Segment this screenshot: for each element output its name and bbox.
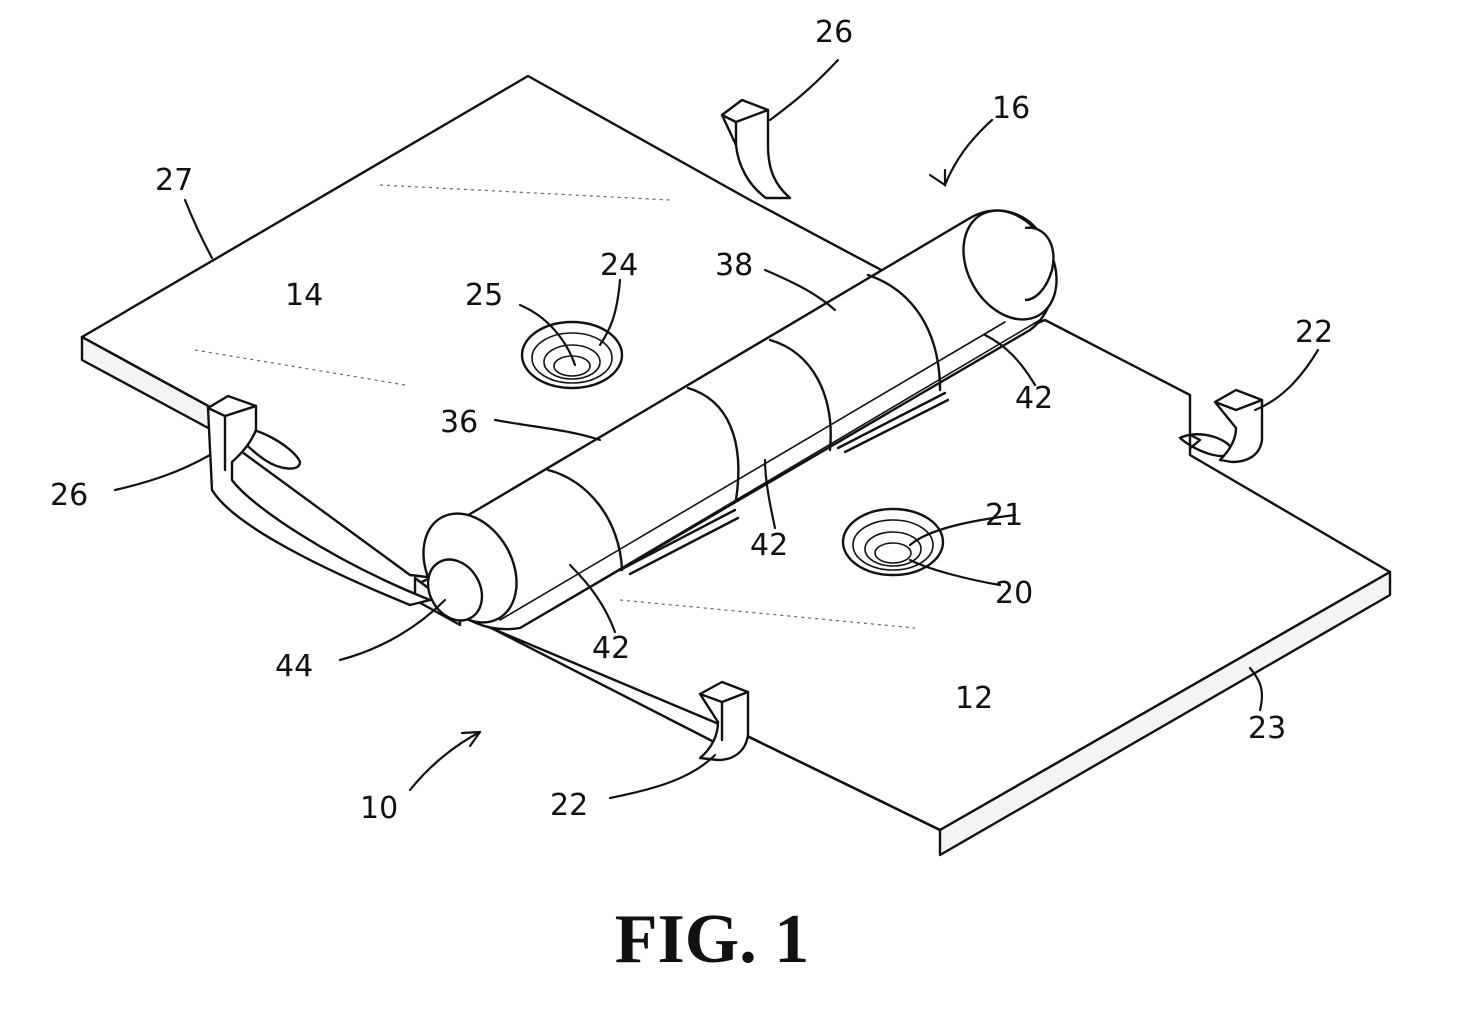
label-36: 36 — [440, 405, 478, 440]
label-27: 27 — [155, 163, 193, 198]
label-26-top: 26 — [815, 15, 853, 50]
label-22-bottom: 22 — [550, 788, 588, 823]
label-26-left: 26 — [50, 478, 88, 513]
label-25: 25 — [465, 278, 503, 313]
figure-caption: FIG. 1 — [615, 901, 809, 978]
label-22-right: 22 — [1295, 315, 1333, 350]
label-16: 16 — [992, 91, 1030, 126]
label-10: 10 — [360, 791, 398, 826]
tab-26-top — [722, 100, 790, 198]
label-14: 14 — [285, 278, 323, 313]
countersunk-hole-20 — [843, 509, 943, 575]
label-20: 20 — [995, 576, 1033, 611]
label-23: 23 — [1248, 711, 1286, 746]
label-42-mid: 42 — [750, 528, 788, 563]
label-24: 24 — [600, 248, 638, 283]
tab-22-right — [1215, 390, 1262, 462]
label-12: 12 — [955, 681, 993, 716]
label-21: 21 — [985, 498, 1023, 533]
label-42-right: 42 — [1015, 381, 1053, 416]
label-44: 44 — [275, 649, 313, 684]
label-38: 38 — [715, 248, 753, 283]
label-42-left: 42 — [592, 631, 630, 666]
tab-22-bottom — [700, 682, 748, 760]
